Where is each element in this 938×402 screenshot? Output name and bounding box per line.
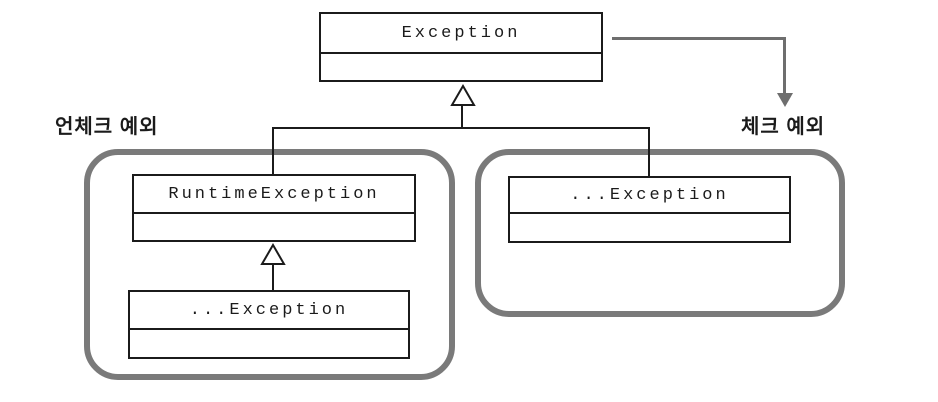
class-box-exception: Exception <box>319 12 603 82</box>
class-name-checked-sub-exception: ...Exception <box>510 178 789 214</box>
arrow-head-down-icon <box>777 93 793 107</box>
class-name-runtime-exception: RuntimeException <box>134 176 414 214</box>
line-triangle-to-unchecked-sub <box>272 264 274 291</box>
connector-horizontal-line <box>272 127 650 129</box>
unchecked-group-label: 언체크 예외 <box>55 116 159 138</box>
class-body-unchecked-sub-exception <box>130 330 408 357</box>
checked-exceptions-group-outline <box>475 149 845 317</box>
inheritance-triangle-icon <box>260 243 286 265</box>
checked-arrow-horizontal-segment <box>612 37 786 40</box>
class-box-unchecked-sub-exception: ...Exception <box>128 290 410 359</box>
class-body-runtime-exception <box>134 214 414 240</box>
class-box-runtime-exception: RuntimeException <box>132 174 416 242</box>
checked-arrow-vertical-segment <box>783 37 786 94</box>
inheritance-triangle-icon <box>450 84 476 106</box>
class-name-exception: Exception <box>321 14 601 54</box>
line-to-runtime-exception <box>272 129 274 176</box>
class-body-checked-sub-exception <box>510 214 789 241</box>
class-name-unchecked-sub-exception: ...Exception <box>130 292 408 330</box>
class-box-checked-sub-exception: ...Exception <box>508 176 791 243</box>
class-body-exception <box>321 54 601 80</box>
line-triangle-to-connector <box>461 104 463 128</box>
line-to-checked-exception <box>648 129 650 178</box>
checked-group-label: 체크 예외 <box>741 116 826 138</box>
unchecked-exceptions-group-outline <box>84 149 455 380</box>
